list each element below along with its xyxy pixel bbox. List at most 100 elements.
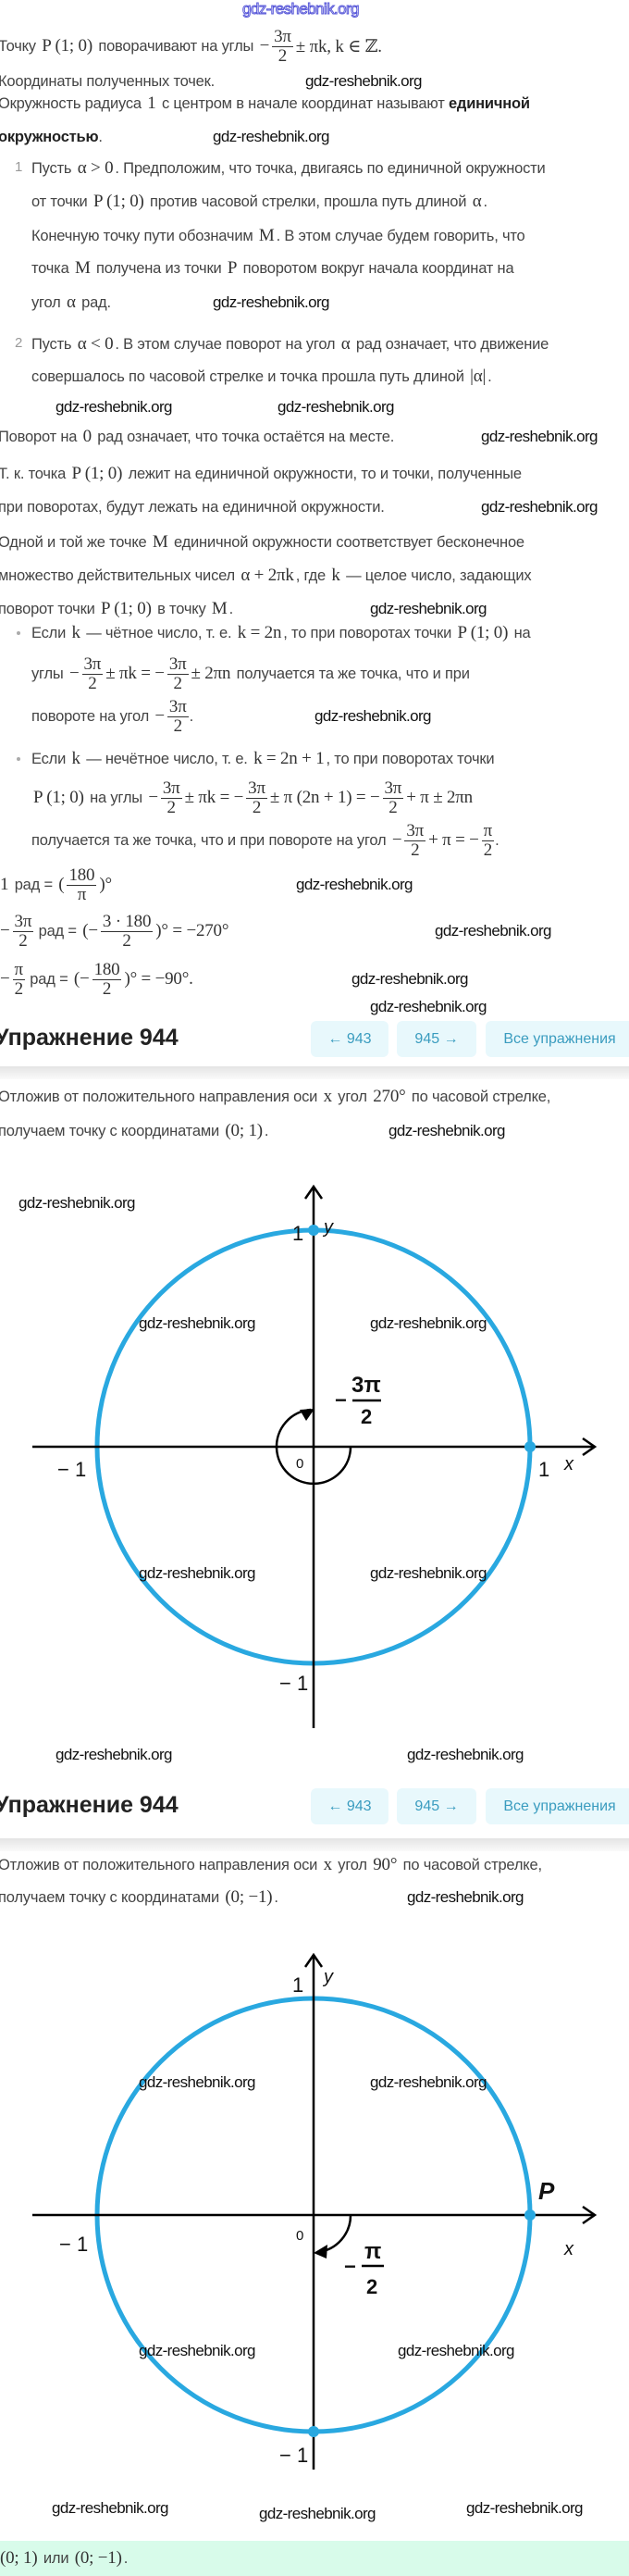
angle-sign: − [335,1388,347,1412]
label-origin: 0 [296,1456,303,1472]
list-item-line: точка M получена из точки P поворотом во… [31,257,514,280]
rotation-arrow-icon [300,1409,314,1421]
solution-line: получаем точку с координатами (0; −1). [0,1886,278,1909]
text-segment: . [483,193,487,210]
text-segment: точка [31,259,73,277]
math-expression: M [258,226,275,245]
math-expression: k = 2n [237,623,282,642]
text-segment: . [123,2549,129,2567]
fraction-denominator: 2 [483,840,493,860]
all-exercises-button[interactable]: Все упражнения [486,1021,629,1057]
fraction-denominator: 2 [173,673,183,693]
math-expression: P (1; 0) [33,788,84,807]
math-expression: x [323,1087,333,1106]
text-segment: получаем точку с координатами [0,1122,224,1139]
list-item-line: угол α рад. [31,292,111,314]
text-segment: . [189,707,194,725]
text-segment: при поворотах, будут лежать на единичной… [0,498,385,516]
next-exercise-button[interactable]: 945 → [397,1788,476,1824]
text-segment: угол [333,1856,372,1873]
watermark: gdz-reshebnik.org [296,876,413,893]
next-exercise-button[interactable]: 945 → [397,1021,476,1057]
text-line: окружностью. [0,126,103,148]
text-segment: Если [31,750,70,767]
watermark: gdz-reshebnik.org [407,1888,524,1906]
text-segment: рад. [77,293,111,311]
watermark: gdz-reshebnik.org [370,998,487,1015]
math-expression: P (1; 0) [101,599,152,618]
text-segment: множество действительных чисел [0,566,240,584]
solution-line: получаем точку с координатами (0; 1). [0,1120,268,1142]
prev-exercise-button[interactable]: ← 943 [311,1788,388,1824]
bullet [17,631,20,635]
text-segment: — чётное число, т. е. [81,624,236,641]
text-line: при поворотах, будут лежать на единичной… [0,496,385,518]
text-segment: поворотом вокруг начала координат на [239,259,514,277]
bullet [17,757,20,761]
point-bottom [308,2426,319,2437]
text-segment: рад означает, что движение [352,335,549,353]
math-expression: + π ± 2πn [406,788,473,807]
math-expression: )° = −90°. [124,969,193,989]
solution-line: Отложив от положительного направления ос… [0,1086,550,1108]
math-expression: P [227,258,238,278]
text-segment: , где [295,566,330,584]
math-expression: k [71,623,81,642]
math-expression: 1 [0,875,9,894]
label-x-axis: x [563,2239,574,2259]
fraction-denominator: 2 [14,978,24,999]
text-segment: получена из точки [92,259,226,277]
math-expression: − [148,788,158,807]
fraction-numerator: 3π [404,820,426,841]
prev-exercise-button[interactable]: ← 943 [311,1021,388,1057]
text-segment: Окружность радиуса [0,94,146,112]
watermark: gdz-reshebnik.org [481,498,598,516]
math-expression: )° = −270° [155,921,229,940]
text-segment: лежит на единичной окружности, то и точк… [124,465,522,482]
text-segment: получаем точку с координатами [0,1888,224,1906]
angle-numerator: π [364,2239,381,2264]
math-expression: (0; 1) [225,1121,263,1140]
math-expression: (− [73,969,90,989]
text-segment: . [274,1888,278,1906]
text-segment: совершалось по часовой стрелке и точка п… [31,367,469,385]
divider [0,1838,629,1851]
text-segment: , то при поворотах точки [326,750,495,767]
watermark: gdz-reshebnik.org [352,970,468,988]
math-expression: + π = − [428,830,479,850]
text-segment: . Предположим, что точка, двигаясь по ед… [115,159,546,177]
label-point-p: P [538,2177,555,2205]
answer-box: (0; 1) или (0; −1). [0,2541,629,2576]
math-expression: α < 0 [77,334,114,354]
fraction-denominator: 2 [88,673,97,693]
unit-circle-diagram: 1 y − 1 x 0 P − 1 − π 2 [32,1952,598,2470]
text-segment: получается та же точка, что и при [232,665,470,682]
text-segment: . [98,128,103,145]
fraction-numerator: 180 [67,865,97,886]
math-expression: − [391,830,402,850]
text-segment: Координаты полученных точек. [0,72,216,90]
all-exercises-button[interactable]: Все упражнения [486,1788,629,1824]
math-expression: ± 2πn [191,664,231,683]
text-segment: рад означает, что точка остаётся на мест… [92,428,395,445]
fraction-denominator: 2 [173,716,183,736]
watermark: gdz-reshebnik.org [466,2499,583,2517]
math-expression: k [331,566,340,585]
text-segment: . [487,367,492,385]
bullet-line: Если k — чётное число, т. е. k = 2n, то … [31,622,531,644]
text-segment: — нечётное число, т. е. [81,750,253,767]
label-y-top: 1 [292,1222,303,1245]
math-expression: P (1; 0) [457,623,509,642]
math-expression: P (1; 0) [42,36,92,56]
math-expression: ± πk, k ∈ ℤ. [295,36,382,56]
rotation-arrow-icon [314,2245,327,2259]
math-expression: α > 0 [77,158,114,178]
